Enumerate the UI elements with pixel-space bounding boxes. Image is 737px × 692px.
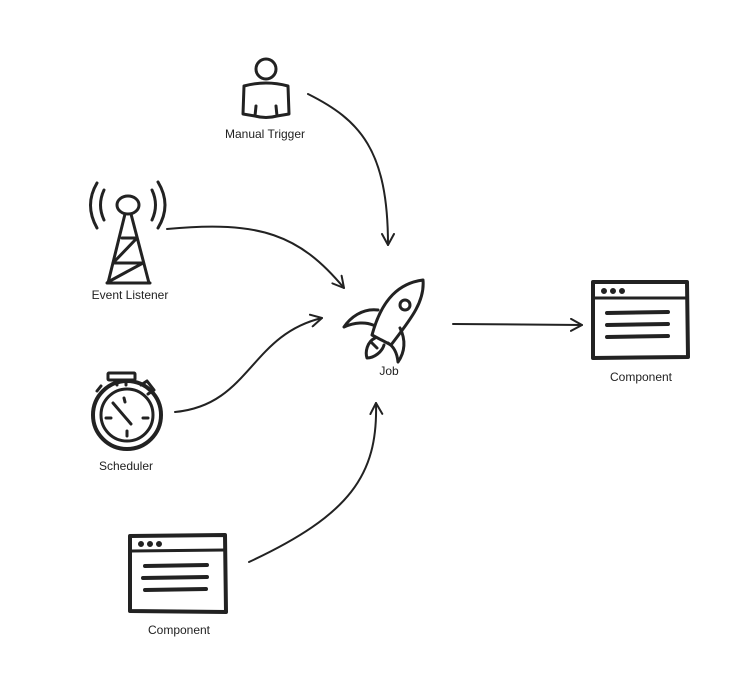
stopwatch-icon	[91, 371, 163, 451]
browser-window-icon	[591, 280, 690, 360]
rocket-icon	[342, 278, 425, 364]
edge-job-to-component	[452, 317, 583, 332]
manual-trigger-label: Manual Trigger	[224, 127, 306, 141]
edge-scheduler-to-job	[174, 313, 323, 413]
browser-window-icon	[128, 533, 228, 614]
edge-manual-trigger-to-job	[307, 93, 395, 246]
job-label: Job	[379, 364, 399, 378]
event-listener-label: Event Listener	[91, 288, 169, 302]
edge-event-listener-to-job	[166, 225, 345, 289]
person-icon	[241, 57, 291, 119]
edge-component-to-job	[248, 402, 384, 563]
component-source-label: Component	[147, 623, 211, 637]
radio-tower-icon	[89, 180, 167, 285]
component-target-label: Component	[609, 370, 673, 384]
scheduler-label: Scheduler	[98, 459, 154, 473]
